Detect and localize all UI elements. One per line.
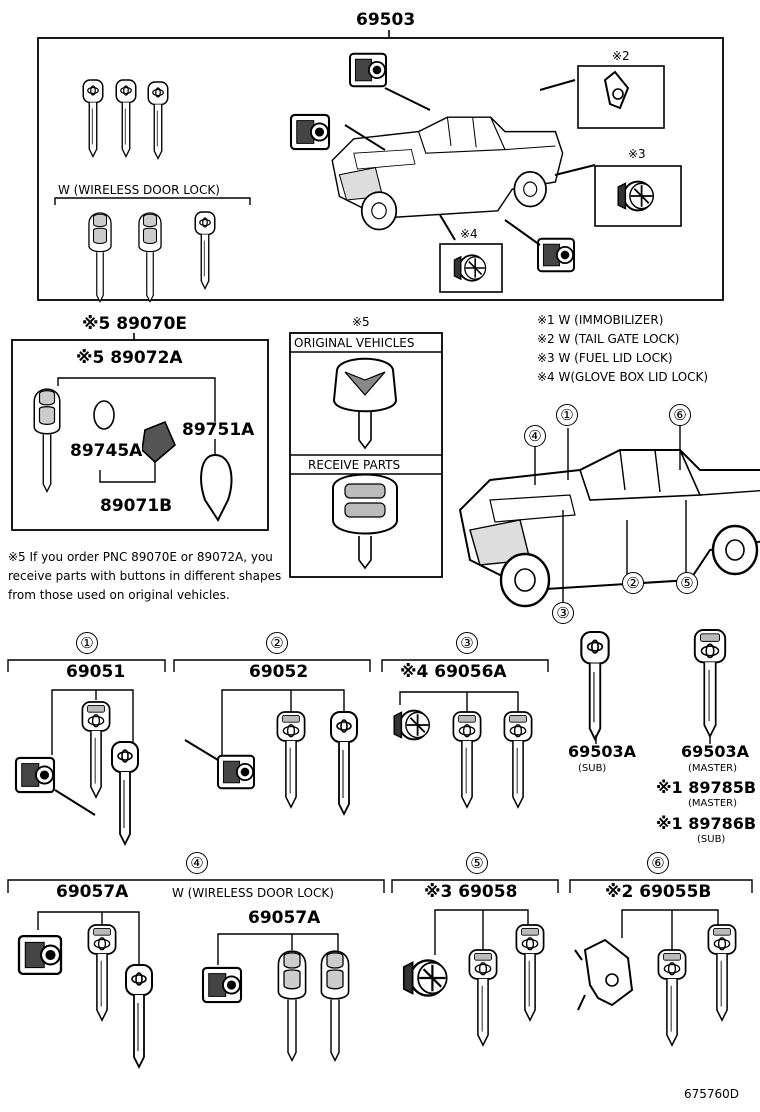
legend-item-3: ※3 W (FUEL LID LOCK) bbox=[537, 351, 673, 365]
section-circle-4: ④ bbox=[186, 852, 208, 874]
section-6-part: ※2 69055B bbox=[605, 882, 712, 902]
legend-item-4: ※4 W(GLOVE BOX LID LOCK) bbox=[537, 370, 709, 384]
part-number-89070E: ※5 89070E bbox=[82, 314, 188, 334]
part-number-89071B: 89071B bbox=[100, 496, 173, 516]
part-number-89751A: 89751A bbox=[182, 420, 255, 440]
label-89785B: (MASTER) bbox=[688, 798, 737, 809]
section-4-part: 69057A bbox=[56, 882, 129, 902]
truck-callout-4: ④ bbox=[524, 425, 546, 447]
key-sub-label: (SUB) bbox=[578, 763, 607, 774]
x5-marker: ※5 bbox=[352, 315, 370, 329]
part-number-89745A: 89745A bbox=[70, 441, 143, 461]
key-master-label: (MASTER) bbox=[688, 763, 737, 774]
section-circle-1: ① bbox=[76, 632, 98, 654]
key-sub-part: 69503A bbox=[568, 742, 637, 761]
figure-id: 675760D bbox=[684, 1087, 740, 1101]
section-3-part: ※4 69056A bbox=[400, 662, 507, 682]
receive-parts-label: RECEIVE PARTS bbox=[308, 458, 401, 472]
label-89786B: (SUB) bbox=[697, 834, 726, 845]
original-vehicles-label: ORIGINAL VEHICLES bbox=[294, 336, 415, 350]
callout-x3: ※3 bbox=[628, 147, 646, 161]
order-note: ※5 If you order PNC 89070E or 89072A, yo… bbox=[8, 550, 282, 602]
legend-item-1: ※1 W (IMMOBILIZER) bbox=[537, 313, 664, 327]
truck-callout-2: ② bbox=[622, 572, 644, 594]
callout-x2: ※2 bbox=[612, 49, 630, 63]
section-5-part: ※3 69058 bbox=[424, 882, 518, 902]
truck-callout-1: ① bbox=[556, 404, 578, 426]
part-number-89072A: ※5 89072A bbox=[76, 348, 183, 368]
truck-callout-3: ③ bbox=[552, 602, 574, 624]
part-number-69503: 69503 bbox=[356, 10, 416, 30]
truck-callout-5: ⑤ bbox=[676, 572, 698, 594]
section-circle-5: ⑤ bbox=[466, 852, 488, 874]
callout-x4: ※4 bbox=[460, 227, 478, 241]
section-4-wireless-label: W (WIRELESS DOOR LOCK) bbox=[172, 886, 334, 900]
part-number-89785B: ※1 89785B bbox=[656, 778, 757, 797]
truck-callout-6: ⑥ bbox=[669, 404, 691, 426]
key-master-part: 69503A bbox=[681, 742, 750, 761]
section-4-wireless-part: 69057A bbox=[248, 908, 321, 928]
wireless-door-lock-label: W (WIRELESS DOOR LOCK) bbox=[58, 183, 220, 197]
part-number-89786B: ※1 89786B bbox=[656, 814, 757, 833]
section-circle-2: ② bbox=[266, 632, 288, 654]
section-1-part: 69051 bbox=[66, 662, 126, 682]
section-circle-6: ⑥ bbox=[647, 852, 669, 874]
section-circle-3: ③ bbox=[456, 632, 478, 654]
section-2-part: 69052 bbox=[249, 662, 309, 682]
legend-item-2: ※2 W (TAIL GATE LOCK) bbox=[537, 332, 680, 346]
